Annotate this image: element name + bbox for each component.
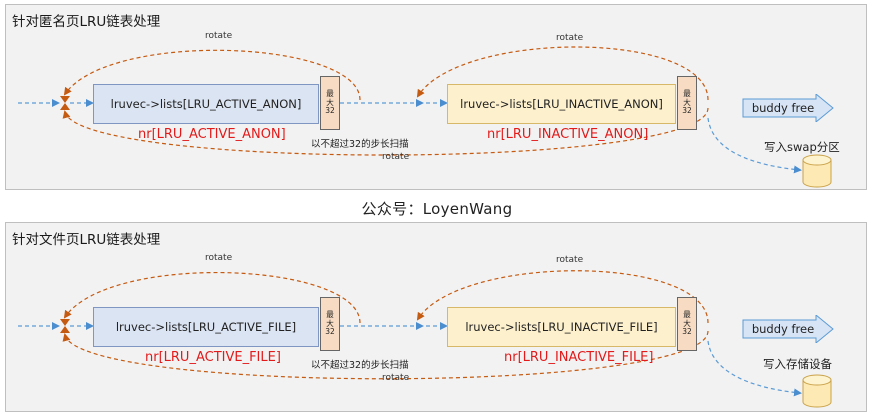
active-file-list-box: lruvec->lists[LRU_ACTIVE_FILE] xyxy=(93,307,319,347)
storage-arrow xyxy=(707,340,802,397)
inactive-batch-limit: 最大32 xyxy=(677,76,697,130)
buddy-free-label: buddy free xyxy=(751,101,815,115)
active-batch-limit: 最大32 xyxy=(320,76,340,130)
inactive-list-label: lruvec->lists[LRU_INACTIVE_ANON] xyxy=(460,97,663,111)
inactive-nr-label: nr[LRU_INACTIVE_ANON] xyxy=(487,127,649,142)
inactive-batch-limit: 最大32 xyxy=(677,297,697,351)
writeback-label: 写入存储设备 xyxy=(763,357,832,371)
merge-triangle xyxy=(60,96,70,110)
buddy-free-label: buddy free xyxy=(751,322,815,336)
rotate-loop-bottom xyxy=(62,107,709,156)
rotate-loop-bottom xyxy=(62,330,709,380)
swap-arrow xyxy=(707,117,802,174)
disk-storage-icon xyxy=(802,374,832,412)
flow-anon xyxy=(18,46,802,174)
watermark: 公众号：LoyenWang xyxy=(361,200,513,218)
active-nr-label: nr[LRU_ACTIVE_FILE] xyxy=(145,350,281,365)
scan-step-label: 以不超过32的步长扫描 xyxy=(311,139,409,150)
swap-storage-icon xyxy=(802,154,832,192)
active-batch-limit: 最大32 xyxy=(320,297,340,351)
flow-file xyxy=(18,270,802,397)
rotate-loop-right xyxy=(416,46,709,101)
active-list-label: lruvec->lists[LRU_ACTIVE_FILE] xyxy=(115,320,297,334)
buddy-free-arrow: buddy free xyxy=(742,94,834,122)
rotate-label-top-right: rotate xyxy=(556,255,584,265)
scan-step-label: 以不超过32的步长扫描 xyxy=(311,360,409,371)
rotate-loop-left xyxy=(63,272,361,324)
buddy-free-arrow: buddy free xyxy=(742,315,834,343)
inactive-nr-label: nr[LRU_INACTIVE_FILE] xyxy=(504,350,654,365)
rotate-label-top-left: rotate xyxy=(205,31,233,41)
rotate-loop-left xyxy=(63,49,361,101)
active-anon-list-box: lruvec->lists[LRU_ACTIVE_ANON] xyxy=(93,84,319,124)
inactive-list-label: lruvec->lists[LRU_INACTIVE_FILE] xyxy=(465,320,658,334)
rotate-label-bottom: rotate xyxy=(382,373,410,383)
rotate-label-bottom: rotate xyxy=(382,152,410,162)
merge-triangle xyxy=(60,319,70,333)
panel-title: 针对匿名页LRU链表处理 xyxy=(12,14,161,30)
panel-title: 针对文件页LRU链表处理 xyxy=(12,232,161,248)
inactive-anon-list-box: lruvec->lists[LRU_INACTIVE_ANON] xyxy=(447,84,676,124)
writeback-label: 写入swap分区 xyxy=(764,140,840,154)
inactive-file-list-box: lruvec->lists[LRU_INACTIVE_FILE] xyxy=(447,307,676,347)
rotate-loop-right xyxy=(416,270,709,324)
active-nr-label: nr[LRU_ACTIVE_ANON] xyxy=(138,127,286,142)
rotate-label-top-left: rotate xyxy=(205,253,233,263)
rotate-label-top-right: rotate xyxy=(556,33,584,43)
active-list-label: lruvec->lists[LRU_ACTIVE_ANON] xyxy=(110,97,302,111)
